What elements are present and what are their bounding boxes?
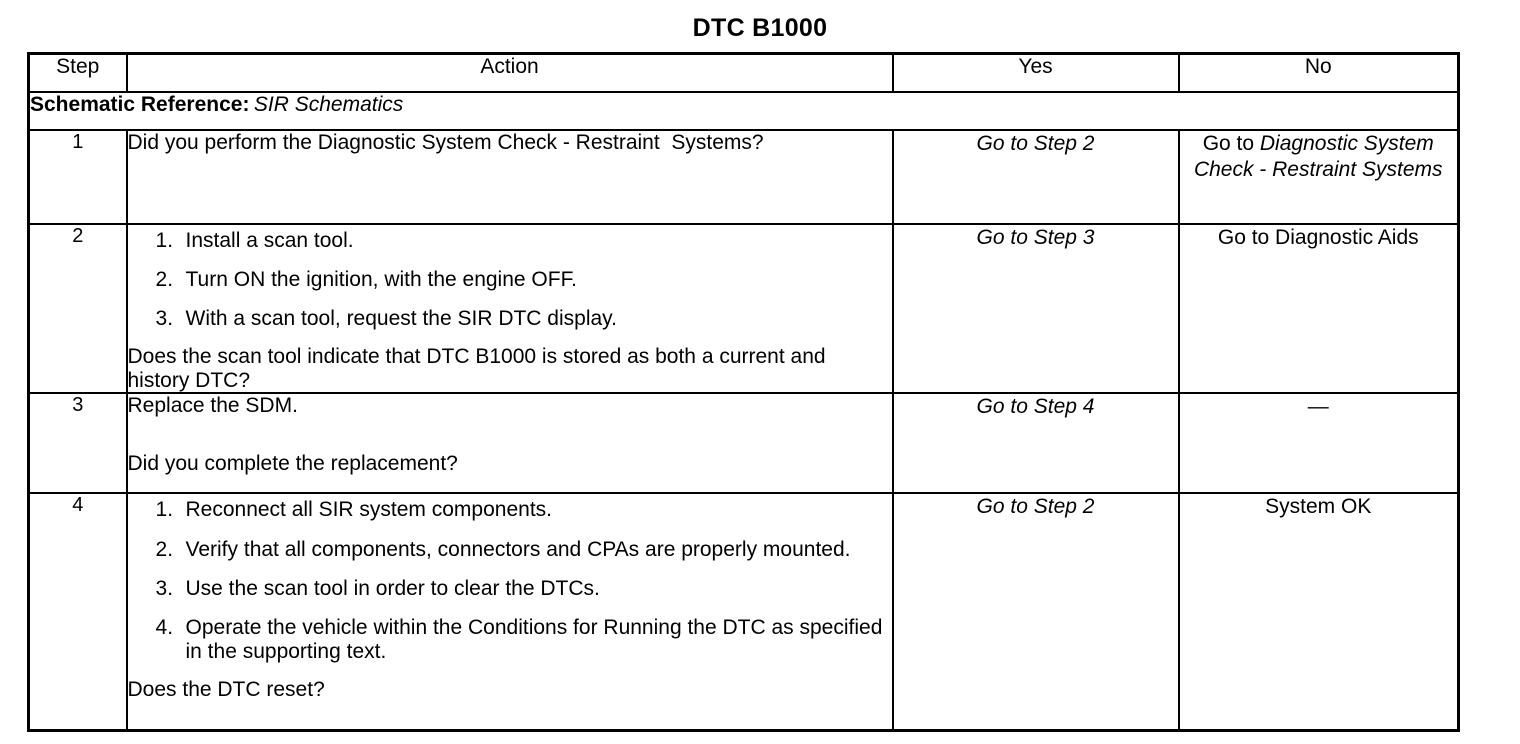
column-header-yes: Yes	[891, 52, 1180, 93]
no-text-roman: Go to	[1202, 132, 1260, 155]
list-item: Reconnect all SIR system components.	[156, 498, 553, 522]
no-cell: Go to Diagnostic System Check - Restrain…	[1177, 129, 1460, 225]
yes-text-italic: Go to Step 2	[976, 132, 1095, 155]
column-header-action: Action	[125, 52, 894, 93]
action-instruction: Replace the SDM.	[127, 394, 298, 418]
page-title: DTC B1000	[692, 14, 828, 42]
yes-text-italic: Go to Step 2	[976, 495, 1095, 519]
step-number: 1	[27, 129, 128, 225]
schematic-reference-cell: Schematic Reference: SIR Schematics	[27, 91, 1460, 131]
list-item: Turn ON the ignition, with the engine OF…	[156, 268, 577, 292]
action-question: Does the DTC reset?	[127, 678, 325, 702]
list-item: Verify that all components, connectors a…	[156, 537, 851, 562]
yes-cell: Go to Step 3	[891, 222, 1180, 395]
list-item: Operate the vehicle within the Condition…	[156, 615, 883, 664]
table-row: 4 Reconnect all SIR system components. V…	[27, 492, 1460, 732]
schematic-reference-row: Schematic Reference: SIR Schematics	[27, 91, 1460, 131]
no-text-roman: Go to Diagnostic Aids	[1217, 226, 1419, 249]
yes-cell: Go to Step 2	[891, 129, 1180, 225]
action-cell: Did you perform the Diagnostic System Ch…	[125, 129, 894, 225]
column-header-no: No	[1177, 52, 1460, 93]
table-row: 2 Install a scan tool. Turn ON the ignit…	[27, 222, 1460, 395]
table-row: 3 Replace the SDM. Did you complete the …	[27, 392, 1460, 495]
no-text-italic: Diagnostic System Check - Restraint Syst…	[1193, 132, 1443, 181]
yes-text-italic: Go to Step 3	[976, 226, 1095, 249]
diagnostic-table: Step Action Yes No Schematic Reference: …	[27, 52, 1460, 732]
table-header-row: Step Action Yes No	[27, 52, 1460, 93]
action-cell: Install a scan tool. Turn ON the ignitio…	[125, 222, 894, 395]
list-item: With a scan tool, request the SIR DTC di…	[156, 307, 617, 331]
schematic-reference-value: SIR Schematics	[253, 93, 404, 116]
list-item: Use the scan tool in order to clear the …	[156, 576, 600, 601]
yes-cell: Go to Step 4	[891, 392, 1180, 495]
no-text-roman: System OK	[1265, 495, 1372, 519]
action-question: Did you perform the Diagnostic System Ch…	[127, 131, 764, 154]
yes-text-italic: Go to Step 4	[976, 395, 1095, 419]
action-question: Does the scan tool indicate that DTC B10…	[127, 345, 826, 392]
action-step-list: Install a scan tool. Turn ON the ignitio…	[128, 229, 892, 332]
no-cell: Go to Diagnostic Aids	[1177, 222, 1460, 395]
action-cell: Replace the SDM. Did you complete the re…	[125, 392, 894, 495]
no-cell: —	[1177, 392, 1460, 495]
step-number: 3	[27, 392, 128, 495]
list-item: Install a scan tool.	[156, 229, 354, 253]
step-number: 2	[27, 222, 128, 395]
step-number: 4	[27, 492, 128, 732]
yes-cell: Go to Step 2	[891, 492, 1180, 732]
action-step-list: Reconnect all SIR system components. Ver…	[128, 498, 892, 664]
action-cell: Reconnect all SIR system components. Ver…	[125, 492, 894, 732]
no-text-roman: —	[1307, 395, 1329, 419]
schematic-reference-label: Schematic Reference:	[30, 93, 250, 116]
no-cell: System OK	[1177, 492, 1460, 732]
column-header-step: Step	[27, 52, 128, 93]
table-row: 1 Did you perform the Diagnostic System …	[27, 129, 1460, 225]
action-question: Did you complete the replacement?	[127, 452, 458, 476]
